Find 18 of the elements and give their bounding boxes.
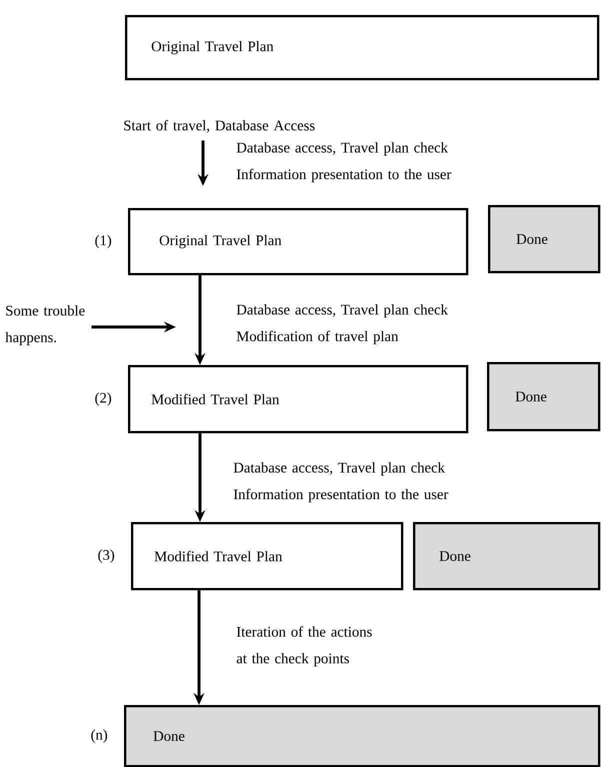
edge-label: Database access, Travel plan check Information presentation to the user bbox=[234, 462, 448, 502]
text-note: Some trouble happens. bbox=[5, 305, 85, 346]
step-number: (1) bbox=[95, 235, 112, 248]
text-note: Start of travel, Database Access bbox=[124, 120, 315, 133]
status-box: Done bbox=[124, 705, 600, 767]
process-box: Modified Travel Plan bbox=[131, 522, 404, 590]
status-box: Done bbox=[488, 205, 600, 274]
process-box: Original Travel Plan bbox=[125, 15, 600, 80]
edge-label: Database access, Travel plan check Information presentation to the user bbox=[236, 142, 452, 182]
edge-label: Database access, Travel plan check Modification of travel plan bbox=[236, 304, 448, 344]
step-number: (3) bbox=[98, 550, 114, 563]
process-box: Original Travel Plan bbox=[128, 208, 468, 276]
step-number: (2) bbox=[95, 392, 112, 406]
status-box: Done bbox=[487, 362, 600, 432]
status-box: Done bbox=[413, 522, 600, 590]
edge-label: Iteration of the actions at the check points bbox=[236, 626, 372, 666]
process-box: Modified Travel Plan bbox=[128, 365, 468, 434]
step-number: (n) bbox=[91, 730, 108, 743]
